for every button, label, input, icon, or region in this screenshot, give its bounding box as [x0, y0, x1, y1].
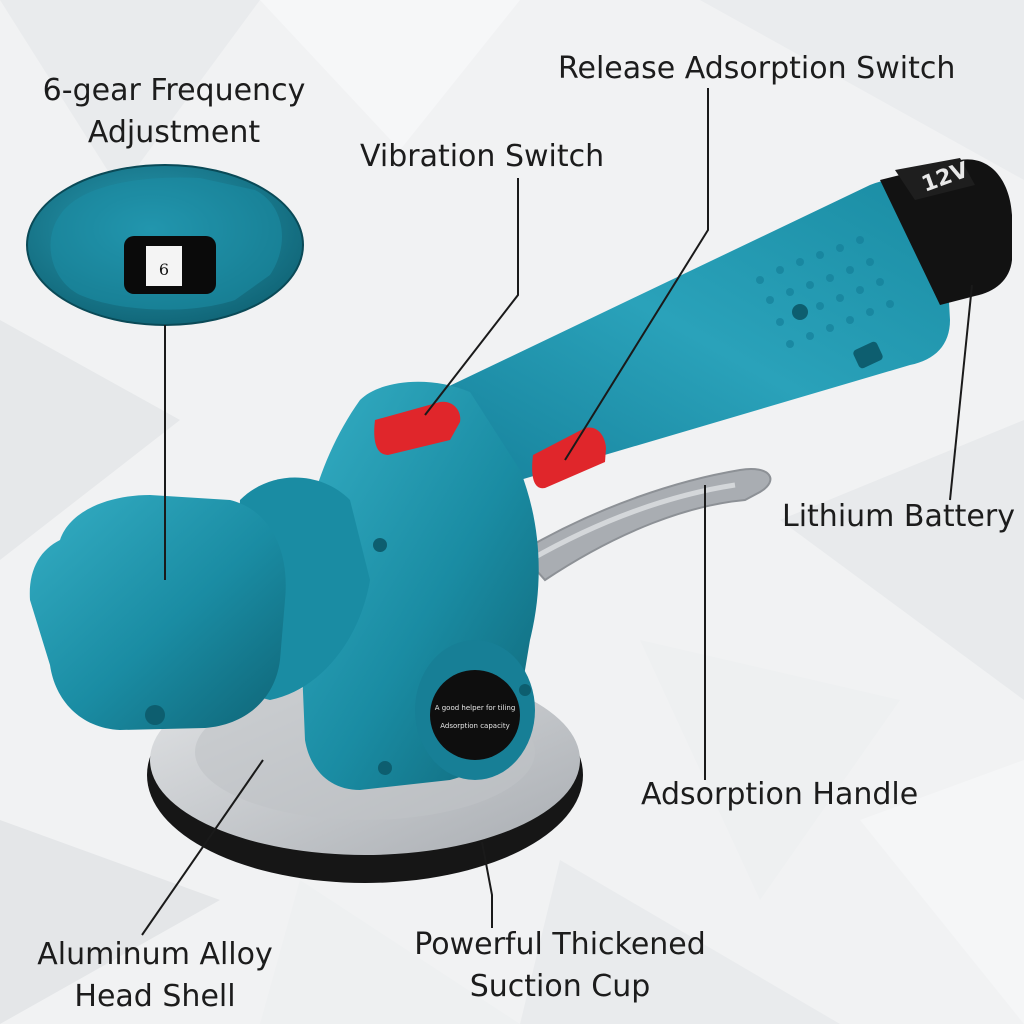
release-adsorption-switch: [532, 427, 606, 489]
leader-vibration: [424, 178, 519, 416]
label-frequency-line2: Adjustment: [87, 115, 261, 150]
main-handle: [420, 180, 950, 480]
label-frequency: 6-gear Frequency Adjustment: [24, 70, 324, 154]
leader-battery: [949, 284, 973, 501]
label-vibration-switch: Vibration Switch: [360, 139, 605, 174]
vibration-switch: [374, 401, 461, 455]
grip-texture: [756, 236, 894, 348]
label-aluminum-line1: Aluminum Alloy: [37, 937, 273, 972]
vibration-box: [29, 495, 286, 730]
dial-digit: 6: [159, 260, 169, 279]
leader-suction: [481, 841, 493, 928]
label-aluminum-line2: Head Shell: [74, 979, 236, 1014]
label-suction-line2: Suction Cup: [469, 969, 651, 1004]
label-release-switch: Release Adsorption Switch: [558, 51, 956, 86]
leader-release: [564, 88, 709, 461]
badge-line2: Adsorption capacity: [440, 722, 510, 730]
label-adsorption-handle: Adsorption Handle: [641, 777, 919, 812]
frequency-dial-inset: 6: [26, 164, 304, 326]
label-suction-line1: Powerful Thickened: [414, 927, 706, 962]
leader-lines: [141, 88, 973, 936]
badge-line1: A good helper for tiling: [435, 704, 516, 712]
front-badge: [430, 670, 520, 760]
label-frequency-line1: 6-gear Frequency: [42, 73, 306, 108]
lithium-battery: 12V: [880, 158, 1012, 305]
label-lithium-battery: Lithium Battery: [782, 499, 1015, 534]
adsorption-handle: [518, 468, 772, 582]
label-aluminum: Aluminum Alloy Head Shell: [20, 934, 290, 1018]
leader-aluminum: [141, 759, 264, 936]
label-suction: Powerful Thickened Suction Cup: [400, 924, 720, 1008]
dial-window: [146, 246, 182, 286]
